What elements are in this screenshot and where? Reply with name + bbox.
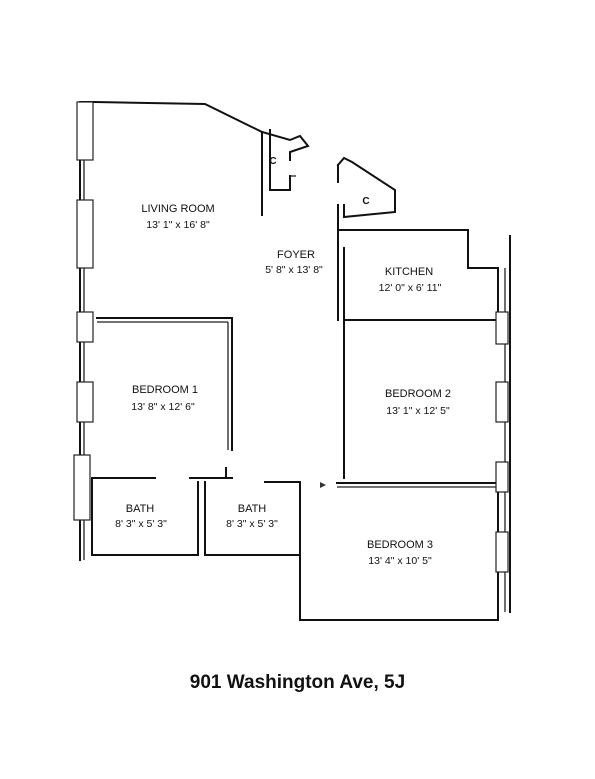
bedroom2-dims: 13' 1" x 12' 5" bbox=[386, 405, 450, 417]
bedroom1-name: BEDROOM 1 bbox=[132, 384, 198, 396]
closet1-label: C bbox=[269, 156, 276, 167]
walls bbox=[79, 101, 511, 621]
foyer-dims: 5' 8" x 13' 8" bbox=[265, 264, 323, 276]
kitchen-name: KITCHEN bbox=[385, 266, 433, 278]
kitchen-dims: 12' 0" x 6' 11" bbox=[379, 282, 442, 294]
bedroom1-dims: 13' 8" x 12' 6" bbox=[131, 401, 195, 413]
windows bbox=[73, 101, 509, 573]
foyer-name: FOYER bbox=[277, 249, 315, 261]
room-labels: LIVING ROOM 13' 1" x 16' 8" FOYER 5' 8" … bbox=[115, 156, 451, 567]
living-room-name: LIVING ROOM bbox=[141, 203, 214, 215]
address-caption: 901 Washington Ave, 5J bbox=[189, 672, 406, 693]
bath2-name: BATH bbox=[238, 503, 267, 515]
bath1-name: BATH bbox=[126, 503, 155, 515]
bedroom3-name: BEDROOM 3 bbox=[367, 539, 433, 551]
bedroom3-dims: 13' 4" x 10' 5" bbox=[368, 555, 432, 567]
bath2-dims: 8' 3" x 5' 3" bbox=[226, 518, 278, 530]
bath1-dims: 8' 3" x 5' 3" bbox=[115, 518, 167, 530]
bedroom2-name: BEDROOM 2 bbox=[385, 388, 451, 400]
living-room-dims: 13' 1" x 16' 8" bbox=[146, 219, 210, 231]
closet2-label: C bbox=[362, 196, 369, 207]
